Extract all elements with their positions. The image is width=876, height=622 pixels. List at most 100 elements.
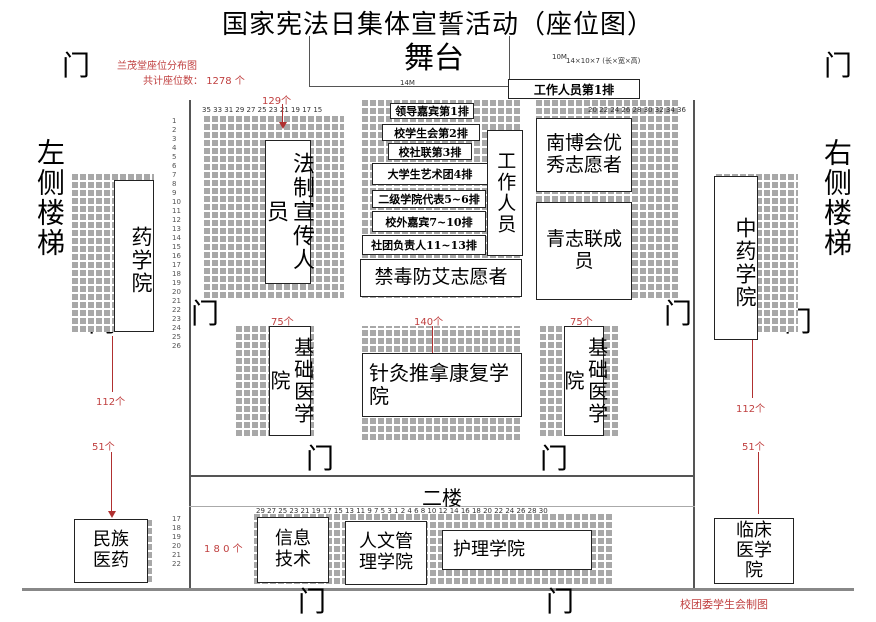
label-clubs-rows[interactable]: 社团负责人11~13排	[362, 235, 486, 255]
stage-label: 舞台	[404, 41, 464, 76]
count-center-mid-line	[432, 326, 433, 354]
row-number: 26	[172, 342, 181, 350]
row-number: 22	[172, 560, 181, 568]
label-college-rows[interactable]: 二级学院代表5~6排	[372, 190, 486, 208]
count-left-side: 112个	[96, 397, 126, 408]
label-basic-med-left[interactable]: 基础医学院	[267, 326, 315, 436]
door-bottom-left[interactable]: 门	[298, 585, 327, 618]
right-stairs-label: 右侧楼梯	[820, 138, 853, 258]
map-title: 兰茂堂座位分布图	[117, 61, 197, 72]
total-seats-value: 1278 个	[206, 76, 245, 87]
label-ethnic-text: 民族医药	[93, 529, 129, 571]
row-number: 20	[172, 542, 181, 550]
row-number: 1	[172, 117, 177, 125]
count-right-mid: 75个	[570, 317, 593, 328]
count-right-low-line	[758, 452, 759, 514]
row-number: 13	[172, 225, 181, 233]
label-clinical-text: 临床医学院	[736, 520, 772, 581]
row-number: 8	[172, 180, 177, 188]
row-number: 21	[172, 551, 181, 559]
label-nursing[interactable]: 护理学院	[442, 530, 592, 570]
count-left-low-line	[111, 452, 112, 512]
balcony-edge	[189, 506, 695, 507]
label-drug-volunteers[interactable]: 禁毒防艾志愿者	[360, 259, 522, 297]
stage-outline-left	[309, 36, 310, 86]
row-number: 10	[172, 198, 181, 206]
door-right-inner[interactable]: 门	[664, 297, 693, 330]
count-left-low-arrow	[108, 511, 116, 518]
label-nanbo-text: 南博会优秀志愿者	[545, 132, 622, 176]
row-number: 19	[172, 279, 181, 287]
count-left-side-line	[112, 336, 113, 392]
label-law-promoters[interactable]: 法制宣传人员	[263, 140, 314, 284]
total-seats: 共计座位数： 1278 个	[143, 72, 245, 87]
label-nanbo-volunteers[interactable]: 南博会优秀志愿者	[536, 118, 632, 192]
row-number: 17	[172, 261, 181, 269]
stage-outline-bottom	[309, 86, 509, 87]
label-assoc-row3[interactable]: 校社联第3排	[388, 143, 472, 160]
door-mid-left[interactable]: 门	[306, 442, 335, 475]
door-left-inner[interactable]: 门	[191, 297, 220, 330]
label-guests-rows[interactable]: 校外嘉宾7~10排	[372, 211, 486, 232]
label-staff-side[interactable]: 工作人员	[487, 130, 523, 256]
label-youth-members[interactable]: 青志联成员	[536, 202, 632, 300]
label-acupuncture-text: 针灸推拿康复学院	[369, 361, 509, 408]
row-number: 23	[172, 315, 181, 323]
credit-label: 校团委学生会制图	[680, 598, 768, 611]
door-mid-right[interactable]: 门	[540, 442, 569, 475]
left-stairs-label: 左侧楼梯	[33, 138, 66, 258]
stage-dims: 14×10×7 (长×宽×高)	[566, 57, 641, 65]
label-tcm-pharmacy[interactable]: 中药学院	[714, 176, 758, 340]
label-ethnic-medicine[interactable]: 民族医药	[74, 519, 148, 583]
row-number: 15	[172, 243, 181, 251]
row-number: 3	[172, 135, 177, 143]
label-clinical[interactable]: 临床医学院	[714, 518, 794, 584]
door-top-right[interactable]: 门	[824, 49, 853, 82]
seat-numbers-balcony: 29 27 25 23 21 19 17 15 13 11 9 7 5 3 1 …	[256, 507, 548, 515]
label-pharmacy[interactable]: 药学院	[114, 180, 154, 332]
hall-wall-left	[189, 100, 191, 590]
row-number: 21	[172, 297, 181, 305]
count-left-mid: 75个	[271, 317, 294, 328]
count-right-low: 51个	[742, 442, 765, 453]
label-staff-row1[interactable]: 工作人员第1排	[508, 79, 640, 99]
count-left-low: 51个	[92, 442, 115, 453]
door-bottom-right[interactable]: 门	[546, 585, 575, 618]
row-number: 11	[172, 207, 181, 215]
row-number: 22	[172, 306, 181, 314]
door-top-left[interactable]: 门	[62, 49, 91, 82]
second-floor-label: 二楼	[422, 486, 462, 510]
row-number: 5	[172, 153, 177, 161]
label-art-row4[interactable]: 大学生艺术团4排	[372, 163, 488, 185]
hall-floor-divider	[189, 475, 695, 477]
row-number: 7	[172, 171, 177, 179]
count-right-side: 112个	[736, 404, 766, 415]
label-union-row2[interactable]: 校学生会第2排	[382, 124, 480, 141]
stage-len: 14M	[400, 79, 415, 87]
count-left-top: 129个	[262, 96, 292, 107]
label-info-text: 信息技术	[275, 528, 311, 570]
label-acupuncture[interactable]: 针灸推拿康复学院	[362, 353, 522, 417]
count-left-top-line	[282, 104, 283, 122]
row-number: 17	[172, 515, 181, 523]
label-info-tech[interactable]: 信息技术	[257, 517, 329, 583]
row-number: 4	[172, 144, 177, 152]
label-basic-med-right[interactable]: 基础医学院	[561, 326, 609, 436]
row-number: 2	[172, 126, 177, 134]
row-number: 19	[172, 533, 181, 541]
label-vip-row1[interactable]: 领导嘉宾第1排	[390, 103, 474, 119]
count-left-top-arrow	[279, 122, 287, 129]
label-humanities-text: 人文管理学院	[359, 531, 413, 573]
seat-numbers-right: 20 22 24 26 28 30 32 34 36	[588, 106, 686, 114]
row-number: 14	[172, 234, 181, 242]
row-number: 18	[172, 524, 181, 532]
row-number: 20	[172, 288, 181, 296]
count-balcony: 1 8 0 个	[204, 544, 243, 555]
row-number: 6	[172, 162, 177, 170]
page-title: 国家宪法日集体宣誓活动（座位图）	[221, 10, 654, 40]
stage-width: 10M	[552, 53, 567, 61]
label-humanities[interactable]: 人文管理学院	[345, 521, 427, 585]
row-number: 12	[172, 216, 181, 224]
